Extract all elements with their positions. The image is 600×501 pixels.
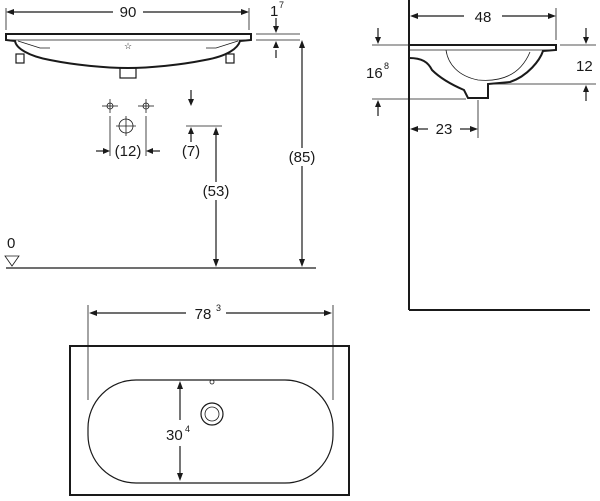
bowl-depth-label: 16: [366, 65, 383, 82]
top-bowl-outline: [87, 379, 334, 484]
inner-depth-label: 30: [166, 427, 183, 444]
front-view: ☆ 90 1 7 (85) (85): [4, 0, 316, 269]
inner-depth-sup: 4: [185, 424, 190, 434]
inner-width-sup: 3: [216, 303, 221, 313]
right-height-label: 12: [576, 58, 593, 75]
rim-height-label: 1: [270, 3, 278, 20]
floor-label: 0: [7, 235, 15, 252]
svg-text:☆: ☆: [124, 41, 132, 51]
front-width-label: 90: [120, 4, 137, 21]
tap-offset-label: (7): [182, 143, 200, 160]
inner-width-label: 78: [195, 306, 212, 323]
side-basin-outline: [408, 44, 557, 99]
front-basin-outline: [5, 33, 252, 70]
outlet-height-label: (53): [203, 183, 230, 200]
depth-label: 48: [475, 9, 492, 26]
bowl-depth-sup: 8: [384, 61, 389, 71]
outlet-offset-label: 23: [436, 121, 453, 138]
top-view: 78 3 30 4: [69, 303, 350, 496]
tap-spacing-label: (12): [115, 143, 142, 160]
tap-position-markers: [102, 99, 154, 136]
rim-height-sup: 7: [279, 0, 284, 10]
svg-text:(85): (85): [289, 149, 316, 166]
side-view: 48 16 8 12 23: [366, 0, 596, 311]
top-basin-outline: [69, 345, 350, 496]
